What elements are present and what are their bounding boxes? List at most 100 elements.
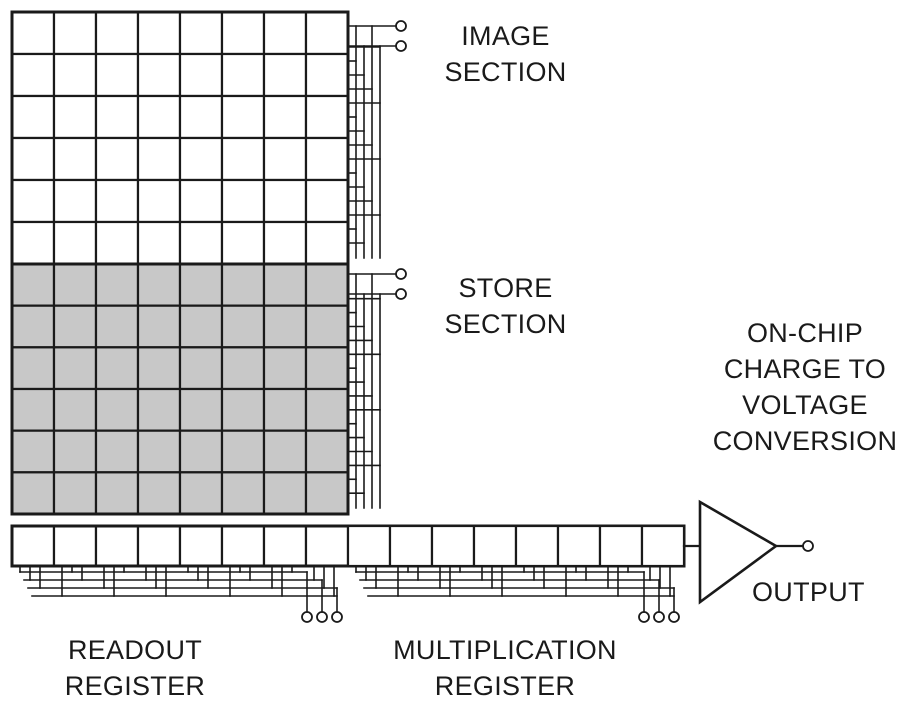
image-pixel bbox=[262, 178, 308, 224]
multiplication-register-cell bbox=[598, 524, 644, 568]
image-pixel bbox=[178, 10, 224, 56]
image-pixel bbox=[220, 220, 266, 266]
multiplication-clock-terminal bbox=[668, 611, 680, 623]
image-pixel bbox=[220, 94, 266, 140]
store-pixel bbox=[52, 387, 98, 432]
store-clock-terminal bbox=[395, 268, 407, 280]
store-pixel bbox=[220, 304, 266, 349]
store-pixel bbox=[52, 429, 98, 474]
store-pixel bbox=[94, 262, 140, 307]
readout-register-cell bbox=[136, 524, 182, 568]
store-pixel bbox=[262, 429, 308, 474]
store-pixel bbox=[220, 429, 266, 474]
store-pixel bbox=[304, 346, 350, 391]
readout-register-cell bbox=[304, 524, 350, 568]
image-section-label-line-2: SECTION bbox=[444, 57, 567, 87]
image-section-label-line-1: IMAGE bbox=[461, 21, 550, 51]
image-pixel bbox=[304, 220, 350, 266]
image-pixel bbox=[262, 136, 308, 182]
store-pixel bbox=[94, 471, 140, 516]
readout-register-cell bbox=[262, 524, 308, 568]
store-section-label-line-1: STORE bbox=[458, 273, 553, 303]
store-pixel bbox=[52, 262, 98, 307]
image-pixel bbox=[262, 94, 308, 140]
image-pixel bbox=[262, 52, 308, 98]
store-pixel bbox=[262, 471, 308, 516]
image-pixel bbox=[304, 136, 350, 182]
store-pixel bbox=[220, 471, 266, 516]
store-pixel bbox=[10, 262, 56, 307]
store-pixel bbox=[220, 262, 266, 307]
output-amplifier bbox=[682, 499, 814, 605]
image-pixel bbox=[304, 10, 350, 56]
store-pixel bbox=[52, 471, 98, 516]
image-pixel bbox=[10, 136, 56, 182]
charge-conversion-label-line-3: VOLTAGE bbox=[742, 390, 868, 420]
image-pixel bbox=[304, 94, 350, 140]
store-pixel bbox=[178, 471, 224, 516]
image-pixel bbox=[94, 220, 140, 266]
image-pixel bbox=[10, 178, 56, 224]
multiplication-register-cell bbox=[346, 524, 392, 568]
multiplication-register-cell bbox=[640, 524, 686, 568]
store-pixel bbox=[262, 262, 308, 307]
multiplication-register-cells bbox=[346, 524, 686, 568]
image-pixel bbox=[178, 178, 224, 224]
multiplication-clock-terminal bbox=[638, 611, 650, 623]
image-pixel bbox=[10, 52, 56, 98]
image-pixel bbox=[52, 52, 98, 98]
store-pixel bbox=[262, 346, 308, 391]
store-pixel bbox=[136, 346, 182, 391]
store-pixel bbox=[220, 387, 266, 432]
store-section-label-line-2: SECTION bbox=[444, 309, 567, 339]
image-pixel bbox=[136, 52, 182, 98]
charge-conversion-label-line-2: CHARGE TO bbox=[723, 354, 887, 384]
output-terminal bbox=[802, 540, 814, 552]
readout-clock-terminal bbox=[316, 611, 328, 623]
store-pixel bbox=[178, 304, 224, 349]
image-pixel bbox=[220, 10, 266, 56]
image-pixel bbox=[94, 10, 140, 56]
multiplication-clock-terminal bbox=[653, 611, 665, 623]
readout-register-clock-lines bbox=[19, 565, 343, 623]
image-section-label: IMAGE SECTION bbox=[428, 18, 583, 90]
store-pixel bbox=[94, 346, 140, 391]
image-pixel bbox=[10, 10, 56, 56]
store-pixel bbox=[136, 387, 182, 432]
store-pixel bbox=[304, 262, 350, 307]
store-pixel bbox=[10, 471, 56, 516]
readout-register-label-line-2: REGISTER bbox=[64, 671, 206, 701]
store-pixel bbox=[178, 262, 224, 307]
image-pixel bbox=[220, 136, 266, 182]
image-pixel bbox=[262, 220, 308, 266]
image-pixel bbox=[52, 10, 98, 56]
store-section-label: STORE SECTION bbox=[428, 270, 583, 342]
readout-register-cell bbox=[10, 524, 56, 568]
image-pixel bbox=[52, 136, 98, 182]
store-pixel bbox=[262, 304, 308, 349]
store-pixel bbox=[52, 304, 98, 349]
readout-register-cell bbox=[52, 524, 98, 568]
charge-conversion-label: ON-CHIP CHARGE TO VOLTAGE CONVERSION bbox=[695, 315, 915, 459]
image-pixel bbox=[178, 52, 224, 98]
output-label: OUTPUT bbox=[752, 577, 865, 607]
store-pixel bbox=[136, 429, 182, 474]
multiplication-register-cell bbox=[472, 524, 518, 568]
image-section-clock-lines bbox=[347, 20, 407, 259]
readout-clock-terminal bbox=[301, 611, 313, 623]
multiplication-register-label-line-1: MULTIPLICATION bbox=[393, 635, 617, 665]
charge-conversion-label-line-4: CONVERSION bbox=[712, 426, 898, 456]
store-pixel bbox=[178, 387, 224, 432]
image-pixel bbox=[52, 178, 98, 224]
store-pixel bbox=[304, 304, 350, 349]
image-pixel bbox=[262, 10, 308, 56]
image-pixel bbox=[52, 220, 98, 266]
store-pixel bbox=[178, 429, 224, 474]
image-pixel bbox=[178, 136, 224, 182]
store-pixel bbox=[262, 387, 308, 432]
store-pixel bbox=[94, 429, 140, 474]
multiplication-register-label-line-2: REGISTER bbox=[434, 671, 576, 701]
charge-conversion-label-line-1: ON-CHIP bbox=[746, 318, 864, 348]
store-pixel bbox=[10, 387, 56, 432]
